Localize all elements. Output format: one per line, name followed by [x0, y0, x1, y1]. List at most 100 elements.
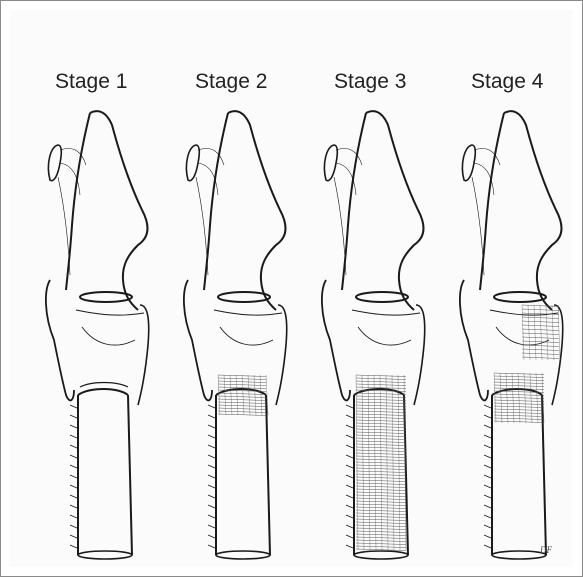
tracheal-ring	[346, 405, 353, 408]
tracheal-ring	[208, 515, 215, 518]
tracheal-ring	[208, 415, 215, 418]
tracheal-ring	[70, 405, 77, 408]
tracheal-ring	[208, 545, 215, 548]
tracheal-ring	[346, 445, 353, 448]
posterior-cartilage-outline	[552, 305, 563, 405]
stenosis-band	[80, 383, 128, 388]
posterior-cartilage-outline	[276, 305, 287, 405]
tracheal-ring	[70, 515, 77, 518]
aryepiglottic-fold-lines	[196, 148, 224, 275]
tracheal-ring	[346, 475, 353, 478]
trachea-outline	[78, 389, 132, 555]
aryepiglottic-fold-lines	[58, 148, 86, 275]
tracheal-ring	[346, 525, 353, 528]
tracheal-ring	[484, 425, 491, 428]
posterior-cartilage-outline	[414, 305, 425, 405]
tracheal-ring	[346, 545, 353, 548]
ventricle-lines	[352, 310, 420, 345]
tracheal-ring	[70, 545, 77, 548]
tracheal-ring	[208, 465, 215, 468]
tracheal-ring	[70, 435, 77, 438]
tracheal-ring	[70, 535, 77, 538]
stenosis-hatching	[218, 375, 268, 416]
tracheal-ring	[70, 495, 77, 498]
tracheal-ring	[346, 515, 353, 518]
ventricle-lines	[76, 310, 144, 345]
aryepiglottic-fold-lines	[334, 148, 362, 275]
tracheal-ring	[484, 465, 491, 468]
cricoid-outline	[460, 280, 488, 400]
tracheal-ring	[208, 525, 215, 528]
tracheal-ring	[346, 425, 353, 428]
tracheal-ring	[484, 445, 491, 448]
tracheal-ring	[346, 435, 353, 438]
tracheal-ring	[484, 515, 491, 518]
arytenoid-outline	[186, 145, 199, 181]
cricoid-outline	[184, 280, 212, 400]
tracheal-ring	[208, 435, 215, 438]
vocal-fold	[80, 292, 132, 302]
tracheal-ring	[346, 485, 353, 488]
tracheal-ring	[70, 415, 77, 418]
tracheal-ring	[70, 485, 77, 488]
vocal-fold	[218, 292, 270, 302]
stage-4-larynx-drawing	[434, 105, 574, 565]
stage-2-larynx-drawing	[158, 105, 298, 565]
tracheal-ring	[484, 495, 491, 498]
trachea-outline	[492, 389, 546, 555]
tracheal-ring	[346, 495, 353, 498]
tracheal-ring	[484, 535, 491, 538]
tracheal-ring	[484, 545, 491, 548]
tracheal-ring	[484, 485, 491, 488]
stage-1-label: Stage 1	[55, 70, 127, 94]
tracheal-ring	[346, 465, 353, 468]
stage-1-larynx-drawing	[20, 105, 160, 565]
tracheal-ring	[346, 535, 353, 538]
stenosis-hatching	[356, 375, 406, 551]
artist-signature: DF	[540, 545, 552, 555]
stage-4-label: Stage 4	[471, 70, 543, 94]
tracheal-ring	[484, 505, 491, 508]
tracheal-ring	[484, 455, 491, 458]
ventricle-lines	[214, 310, 282, 345]
thyroid-cartilage-outline	[480, 111, 562, 310]
tracheal-ring	[70, 525, 77, 528]
aryepiglottic-fold-lines	[472, 148, 500, 275]
tracheal-ring	[70, 445, 77, 448]
tracheal-ring	[70, 455, 77, 458]
tracheal-ring	[208, 475, 215, 478]
trachea-lumen-opening	[78, 551, 132, 559]
tracheal-ring	[346, 455, 353, 458]
tracheal-ring	[208, 485, 215, 488]
arytenoid-outline	[462, 145, 475, 181]
tracheal-ring	[208, 455, 215, 458]
tracheal-ring	[208, 405, 215, 408]
tracheal-ring	[346, 505, 353, 508]
stage-3-larynx-drawing	[296, 105, 436, 565]
tracheal-ring	[484, 405, 491, 408]
tracheal-ring	[70, 425, 77, 428]
tracheal-ring	[208, 535, 215, 538]
arytenoid-outline	[324, 145, 337, 181]
tracheal-ring	[208, 445, 215, 448]
cricoid-outline	[46, 280, 74, 400]
vocal-fold	[494, 292, 546, 302]
arytenoid-outline	[48, 145, 61, 181]
tracheal-ring	[70, 505, 77, 508]
stenosis-hatching	[494, 373, 544, 423]
ventricle-lines	[490, 310, 558, 345]
stage-2-label: Stage 2	[195, 70, 267, 94]
tracheal-ring	[70, 465, 77, 468]
trachea-lumen-opening	[354, 551, 408, 559]
tracheal-ring	[208, 425, 215, 428]
stage-3-label: Stage 3	[334, 70, 406, 94]
tracheal-ring	[208, 495, 215, 498]
cricoid-outline	[322, 280, 350, 400]
tracheal-ring	[346, 415, 353, 418]
trachea-lumen-opening	[216, 551, 270, 559]
thyroid-cartilage-outline	[204, 111, 286, 310]
trachea-lumen-opening	[492, 551, 546, 559]
thyroid-cartilage-outline	[342, 111, 424, 310]
posterior-cartilage-outline	[138, 305, 149, 405]
tracheal-ring	[208, 505, 215, 508]
